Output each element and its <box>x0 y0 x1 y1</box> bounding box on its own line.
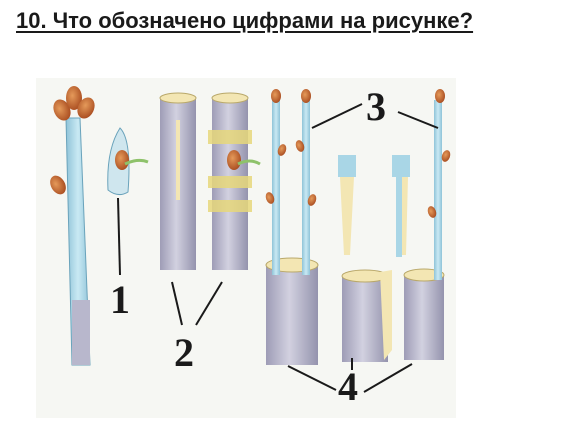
stock-trunk-icon <box>341 269 392 362</box>
stock-trunk-icon <box>208 92 261 270</box>
scion-twig-icon <box>295 89 317 270</box>
stock-trunk-icon <box>265 255 319 365</box>
leader-lines <box>117 103 439 393</box>
label-4: 4 <box>338 364 358 409</box>
wedge-cutting-icon <box>338 155 356 255</box>
wedge-cutting-icon <box>392 155 410 257</box>
label-3: 3 <box>366 84 386 129</box>
graft-cutting-icon <box>50 86 95 366</box>
question-title: 10. Что обозначено цифрами на рисунке? <box>16 8 474 33</box>
budding-shield-icon <box>107 127 149 196</box>
stock-trunk-icon <box>159 92 197 270</box>
label-1: 1 <box>110 277 130 322</box>
scion-twig-icon <box>427 89 451 275</box>
label-2: 2 <box>174 330 194 375</box>
stock-trunk-icon <box>403 262 445 360</box>
scion-twig-icon <box>265 89 287 270</box>
